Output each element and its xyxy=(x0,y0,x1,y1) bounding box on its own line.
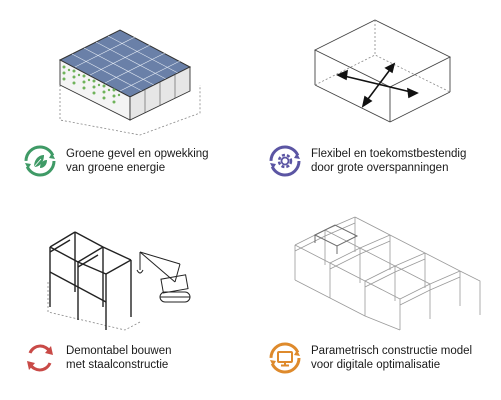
parametric-model-illustration xyxy=(294,216,481,331)
feature-demountable: Demontabel bouwen met staalconstructie xyxy=(22,340,172,376)
flexible-space-illustration xyxy=(313,19,452,123)
feature-line: Demontabel bouwen xyxy=(66,345,172,357)
steel-construction-illustration xyxy=(47,231,191,331)
feature-line: van groene energie xyxy=(66,162,166,174)
feature-line: Parametrisch constructie model xyxy=(311,345,473,357)
monitor-icon xyxy=(269,342,301,374)
feature-green-facade: Groene gevel en opwekking van groene ene… xyxy=(22,143,209,179)
feature-line: met staalconstructie xyxy=(66,359,169,371)
feature-line: Flexibel en toekomstbestendig xyxy=(311,148,467,160)
feature-green-facade-text: Groene gevel en opwekking van groene ene… xyxy=(66,147,209,175)
feature-flexible: Flexibel en toekomstbestendig door grote… xyxy=(267,143,466,179)
feature-parametric-text: Parametrisch constructie model voor digi… xyxy=(311,344,472,372)
feature-line: Groene gevel en opwekking xyxy=(66,148,209,160)
leaves-icon xyxy=(24,145,56,177)
green-building-illustration xyxy=(58,29,201,136)
feature-parametric: Parametrisch constructie model voor digi… xyxy=(267,340,472,376)
feature-line: door grote overspanningen xyxy=(311,162,449,174)
gear-icon xyxy=(269,145,301,177)
cycle-arrows-icon xyxy=(27,344,53,372)
feature-demountable-text: Demontabel bouwen met staalconstructie xyxy=(66,344,172,372)
feature-line: voor digitale optimalisatie xyxy=(311,359,441,371)
feature-flexible-text: Flexibel en toekomstbestendig door grote… xyxy=(311,147,466,175)
